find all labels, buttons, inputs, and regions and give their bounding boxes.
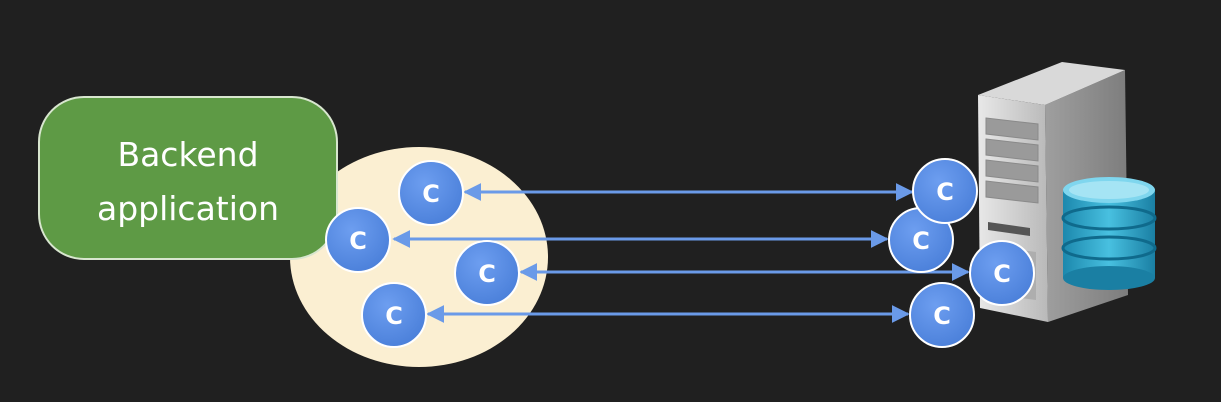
pool-connection-label: C: [422, 180, 440, 208]
arrows: [392, 183, 970, 323]
pool-connection: C: [325, 207, 391, 273]
server-connection-label: C: [933, 302, 951, 330]
server-connection: C: [909, 282, 975, 348]
server-connection: C: [888, 207, 954, 273]
pool-connection-label: C: [385, 302, 403, 330]
pool-connection-label: C: [478, 260, 496, 288]
pool-connection-label: C: [349, 227, 367, 255]
pool-connection: C: [454, 240, 520, 306]
server-connection-label: C: [936, 178, 954, 206]
backend-label-line1: Backend: [117, 135, 258, 174]
server-connection-label: C: [993, 260, 1011, 288]
server-connection: C: [969, 240, 1035, 306]
server-connection: C: [912, 158, 978, 224]
backend-label-line2: application: [97, 189, 279, 228]
server-connection-label: C: [912, 227, 930, 255]
pool-connection: C: [361, 282, 427, 348]
database-icon: [1061, 177, 1157, 290]
pool-connection: C: [398, 160, 464, 226]
backend-application-box: Backend application: [38, 96, 338, 260]
